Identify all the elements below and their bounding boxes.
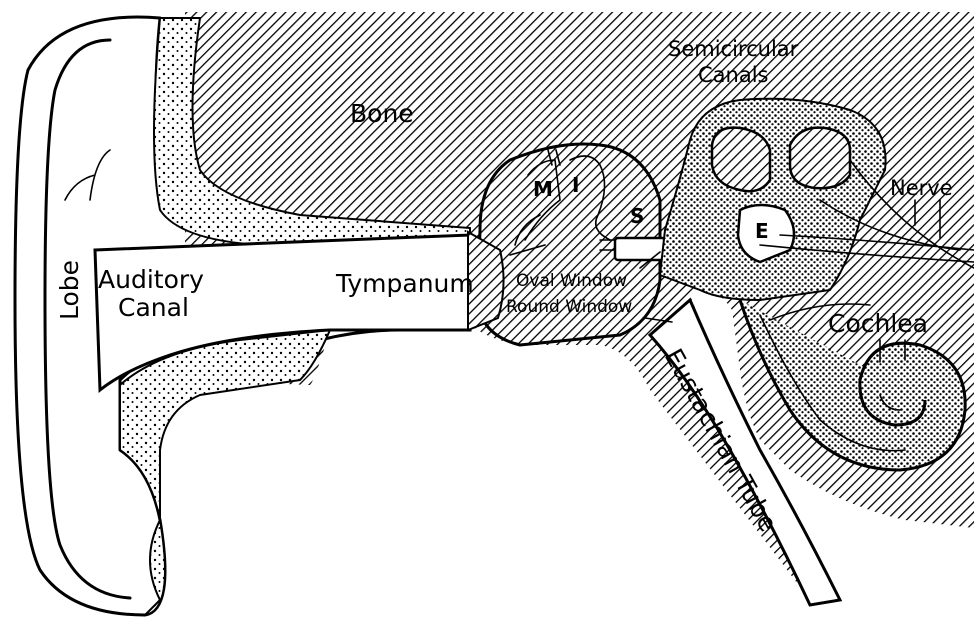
cartilage-lower	[120, 330, 330, 615]
label-auditory: Auditory	[98, 265, 204, 294]
label-stapes: S	[630, 204, 644, 228]
label-incus: I	[572, 173, 579, 197]
label-malleus: M	[533, 177, 553, 201]
concha-fold	[65, 150, 110, 200]
label-vestibule: E	[755, 219, 769, 243]
label-oval-window: Oval Window	[516, 271, 627, 291]
semicircular-canal-loop-right	[790, 128, 850, 189]
label-canals: Canals	[698, 63, 769, 87]
label-bone: Bone	[350, 99, 414, 128]
label-cochlea: Cochlea	[828, 309, 928, 338]
semicircular-canal-loop-left	[712, 128, 770, 192]
label-tympanum: Tympanum	[335, 269, 474, 298]
label-lobe: Lobe	[55, 260, 84, 320]
label-round-window: Round Window	[506, 297, 632, 317]
label-canal: Canal	[118, 293, 189, 322]
label-nerve: Nerve	[890, 176, 953, 200]
stapes-footplate	[615, 238, 665, 260]
label-semicircular: Semicircular	[668, 37, 799, 61]
